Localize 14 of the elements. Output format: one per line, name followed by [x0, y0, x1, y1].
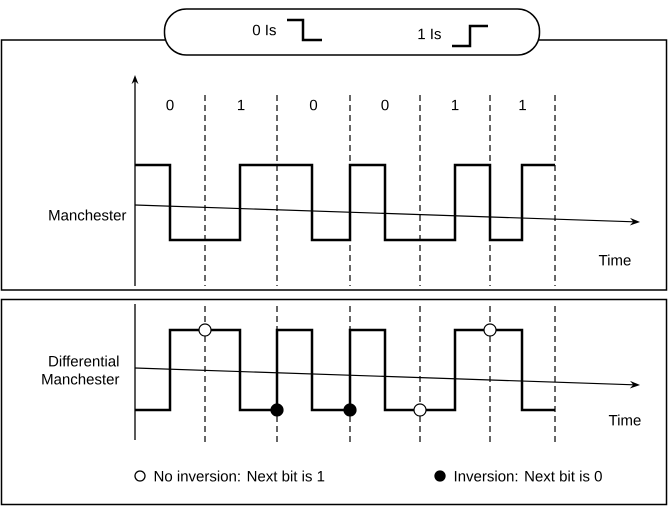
bit-value: 1 [519, 100, 526, 110]
bit-value: 0 [381, 100, 389, 110]
axis-label: Time [598, 254, 631, 266]
key-label: 1 Is [418, 28, 441, 40]
bit-value: 1 [238, 100, 244, 110]
signal-name: Differential Manchester [42, 356, 120, 384]
axis-label: Time [608, 414, 641, 426]
legend-text: No inversion: Next bit is 1 [154, 470, 324, 482]
bit-value: 0 [310, 100, 318, 110]
legend-text: Inversion: Next bit is 0 [454, 470, 602, 482]
bit-value: 0 [166, 100, 174, 110]
key-label: 0 Is [252, 24, 276, 36]
signal-name: Manchester [49, 210, 126, 220]
bit-value: 1 [452, 100, 458, 110]
